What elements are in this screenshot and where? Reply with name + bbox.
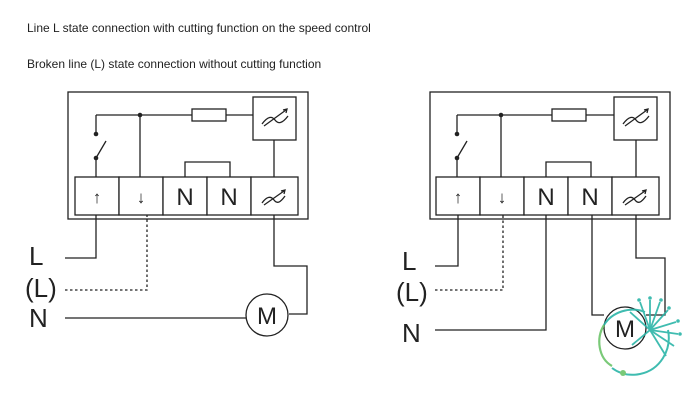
- motor-label: M: [257, 303, 277, 330]
- label-n: N: [29, 303, 48, 333]
- terminal-n2: N: [581, 184, 598, 211]
- terminal-up-arrow: ↑: [454, 188, 463, 207]
- speed-control-module: [613, 96, 658, 141]
- fan-speed-icon: [622, 108, 650, 127]
- wire-n2-motor: [591, 215, 604, 316]
- terminal-n1: N: [176, 184, 193, 211]
- wire-motor: [273, 215, 308, 315]
- caption-line-l: Line L state connection with cutting fun…: [27, 21, 371, 35]
- terminal-up-arrow: ↑: [93, 188, 102, 207]
- label-l: L: [29, 241, 43, 271]
- switch-contact: [456, 140, 468, 159]
- wire-broken-l: [435, 215, 504, 291]
- wire-l: [65, 215, 97, 259]
- fan-speed-icon: [622, 189, 647, 206]
- motor: [245, 293, 289, 337]
- terminal-n2: N: [220, 184, 237, 211]
- diagram-left: ↑ ↓ N N L (L) N M: [25, 91, 309, 337]
- terminal-n1: N: [537, 184, 554, 211]
- label-l: L: [402, 246, 416, 276]
- motor-label: M: [615, 316, 635, 343]
- watermark-logo: [598, 296, 682, 376]
- terminal-strip: ↑ ↓ N N: [74, 176, 299, 216]
- wire-l: [435, 215, 459, 267]
- diagram-right: ↑ ↓ N N L (L) N M: [396, 91, 671, 350]
- fan-speed-icon: [261, 108, 289, 127]
- wire-n: [435, 215, 547, 331]
- wire-broken-l: [65, 215, 148, 291]
- wire-motor: [635, 215, 666, 316]
- terminal-down-arrow: ↓: [137, 188, 146, 207]
- label-broken-l: (L): [396, 277, 428, 307]
- terminal-strip: ↑ ↓ N N: [435, 176, 660, 216]
- fan-speed-icon: [261, 189, 286, 206]
- terminal-down-arrow: ↓: [498, 188, 507, 207]
- label-n: N: [402, 318, 421, 348]
- fuse: [191, 108, 227, 122]
- fuse: [551, 108, 587, 122]
- switch-contact: [95, 140, 107, 159]
- caption-broken-line: Broken line (L) state connection without…: [27, 57, 322, 71]
- label-broken-l: (L): [25, 273, 57, 303]
